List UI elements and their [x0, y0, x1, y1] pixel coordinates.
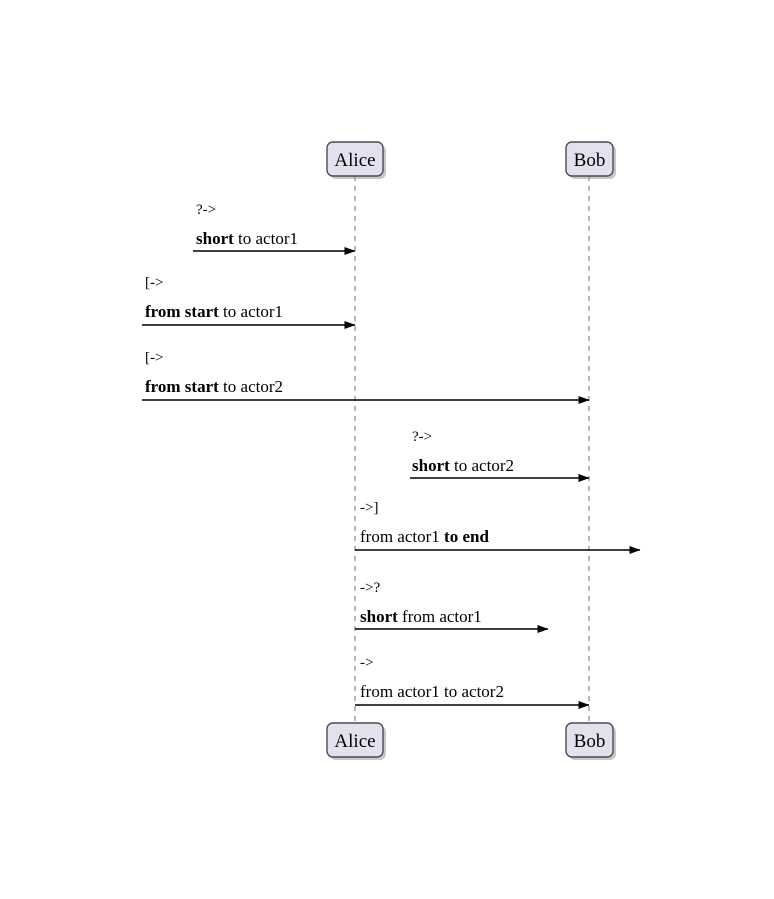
actor-box-rect: [326, 722, 384, 758]
actor-label-actor1: Alice: [334, 150, 375, 171]
actor-box-actor2-top[interactable]: Bob: [565, 141, 616, 179]
actor-box-actor1-bottom[interactable]: Alice: [326, 722, 386, 760]
message-stereotype-2: [->: [145, 275, 163, 291]
message-stereotype-6: ->?: [360, 580, 380, 596]
message-label-1: short to actor1: [196, 229, 298, 248]
actor-box-actor2-bottom[interactable]: Bob: [565, 722, 616, 760]
label-bold-part: from start: [145, 302, 219, 321]
label-bold-part: short: [196, 229, 234, 248]
label-bold-part: to end: [444, 527, 489, 546]
message-stereotype-7: ->: [360, 655, 373, 671]
label-bold-part: short: [360, 607, 398, 626]
actor-label-actor2: Bob: [574, 731, 606, 752]
label-bold-part: from start: [145, 377, 219, 396]
label-plain-part: from actor1: [398, 607, 482, 626]
message-3[interactable]: [-> from start to actor2: [142, 350, 590, 404]
message-label-5: from actor1 to end: [360, 527, 489, 546]
message-1[interactable]: ?-> short to actor1: [193, 202, 356, 255]
message-4[interactable]: ?-> short to actor2: [410, 429, 590, 482]
actor-label-actor1: Alice: [334, 731, 375, 752]
label-plain-part: to actor2: [219, 377, 283, 396]
label-bold-part: short: [412, 456, 450, 475]
message-label-7: from actor1 to actor2: [360, 682, 504, 701]
messages-group: ?-> short to actor1 [-> from start to actor…: [142, 202, 641, 709]
actor-box-rect: [565, 722, 614, 758]
actor-box-rect: [565, 141, 614, 177]
message-2[interactable]: [-> from start to actor1: [142, 275, 356, 329]
message-7[interactable]: -> from actor1 to actor2: [355, 655, 590, 709]
lifelines-group: [354, 176, 590, 723]
message-label-3: from start to actor2: [145, 377, 283, 396]
label-plain-part: to actor2: [450, 456, 514, 475]
message-stereotype-1: ?->: [196, 202, 216, 218]
message-label-2: from start to actor1: [145, 302, 283, 321]
message-label-6: short from actor1: [360, 607, 482, 626]
message-stereotype-4: ?->: [412, 429, 432, 445]
actor-label-actor2: Bob: [574, 150, 606, 171]
message-stereotype-3: [->: [145, 350, 163, 366]
message-stereotype-5: ->]: [360, 500, 378, 516]
message-label-4: short to actor2: [412, 456, 514, 475]
message-5[interactable]: ->] from actor1 to end: [355, 500, 641, 554]
label-plain-part: to actor1: [234, 229, 298, 248]
actor-box-actor1-top[interactable]: Alice: [326, 141, 386, 179]
actor-box-rect: [326, 141, 384, 177]
label-plain-part: from actor1: [360, 527, 444, 546]
label-plain-part: to actor1: [219, 302, 283, 321]
message-6[interactable]: ->? short from actor1: [355, 580, 549, 633]
label-plain-part: from actor1 to actor2: [360, 682, 504, 701]
